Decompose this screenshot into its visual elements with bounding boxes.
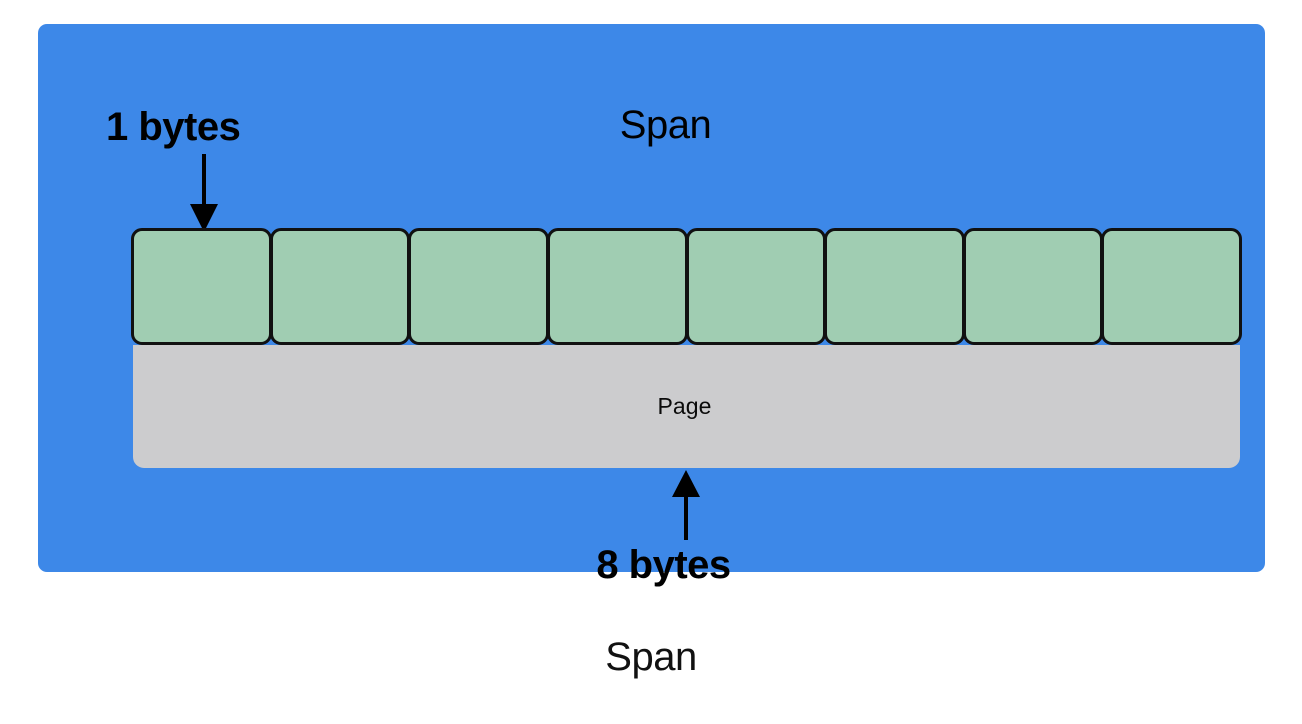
byte-cell — [269, 228, 411, 345]
byte-cell — [962, 228, 1104, 345]
page-size-label: 8 bytes — [596, 543, 731, 587]
page-bar-label: Page — [657, 393, 712, 419]
panel-title: Span — [619, 103, 712, 147]
byte-cell — [131, 228, 272, 345]
arrow-down-icon — [190, 154, 218, 232]
span-panel: Span 1 bytes Page 8 bytes — [38, 24, 1265, 587]
page-bar: Page — [133, 345, 1240, 468]
byte-cell — [1101, 228, 1242, 345]
byte-cell — [408, 228, 549, 345]
byte-cell-row — [131, 228, 1242, 345]
byte-cell — [546, 228, 688, 345]
arrow-up-icon — [672, 470, 700, 540]
byte-cell — [685, 228, 827, 345]
byte-cell — [824, 228, 965, 345]
cell-size-label: 1 bytes — [106, 105, 241, 149]
diagram-caption: Span — [605, 635, 697, 679]
